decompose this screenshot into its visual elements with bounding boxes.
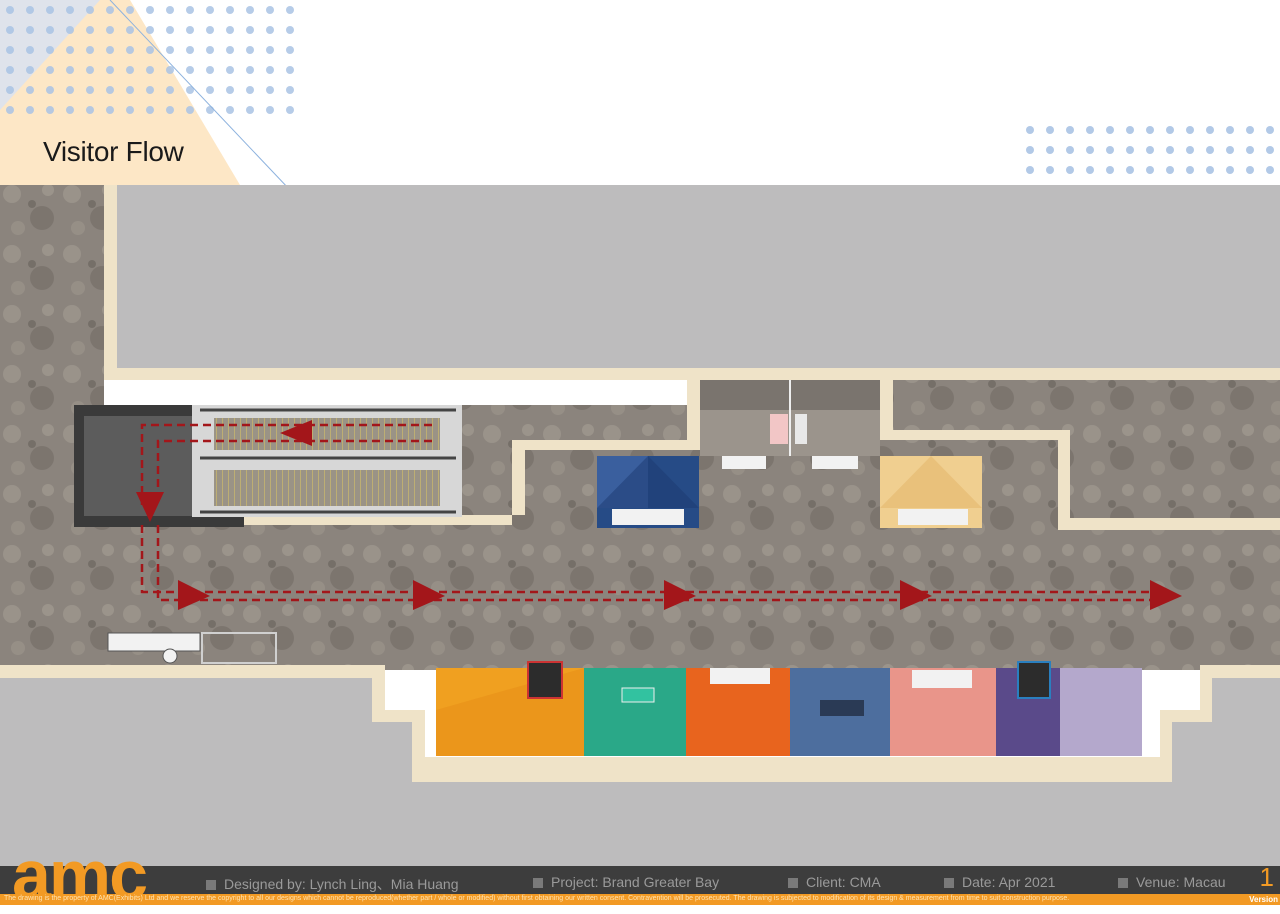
bullet-icon [206, 880, 216, 890]
page-number: 1 [1259, 862, 1274, 892]
project-name: Project: Brand Greater Bay [533, 874, 719, 890]
bullet-icon [533, 878, 543, 888]
footer-strip [0, 894, 1280, 905]
venue: Venue: Macau [1118, 874, 1226, 890]
page-title: Visitor Flow [43, 136, 184, 167]
glass-room [700, 380, 880, 469]
escalator [74, 405, 462, 527]
flow-arrow-right-4 [900, 580, 932, 610]
flow-arrow-left [280, 420, 312, 446]
flow-arrow-right-1 [178, 580, 210, 610]
date: Date: Apr 2021 [944, 874, 1055, 890]
lower-void [0, 665, 1280, 872]
client-name: Client: CMA [788, 874, 881, 890]
booth-navy [597, 456, 699, 528]
booth-cream [880, 456, 982, 528]
footer: amc Designed by: Lynch Ling、Mia Huang Pr… [0, 840, 1280, 910]
flow-arrow-down [136, 492, 164, 522]
visitor-flow-path [140, 423, 1150, 602]
designed-by: Designed by: Lynch Ling、Mia Huang [206, 874, 459, 894]
bullet-icon [1118, 878, 1128, 888]
flow-arrow-right-2 [413, 580, 445, 610]
corner-decoration [0, 0, 300, 191]
bullet-icon [944, 878, 954, 888]
version-label: Version [1249, 895, 1278, 904]
disclaimer: The drawing is the property of AMC(Exhib… [4, 895, 1070, 902]
flow-arrow-heads [136, 420, 1182, 610]
flow-arrow-right-5 [1150, 580, 1182, 610]
bullet-icon [788, 878, 798, 888]
flow-arrow-right-3 [664, 580, 696, 610]
amc-logo: amc [12, 836, 148, 914]
info-counter [107, 632, 277, 664]
upper-void [104, 185, 1280, 405]
right-wall [880, 380, 1280, 530]
lower-booths [436, 661, 1142, 756]
